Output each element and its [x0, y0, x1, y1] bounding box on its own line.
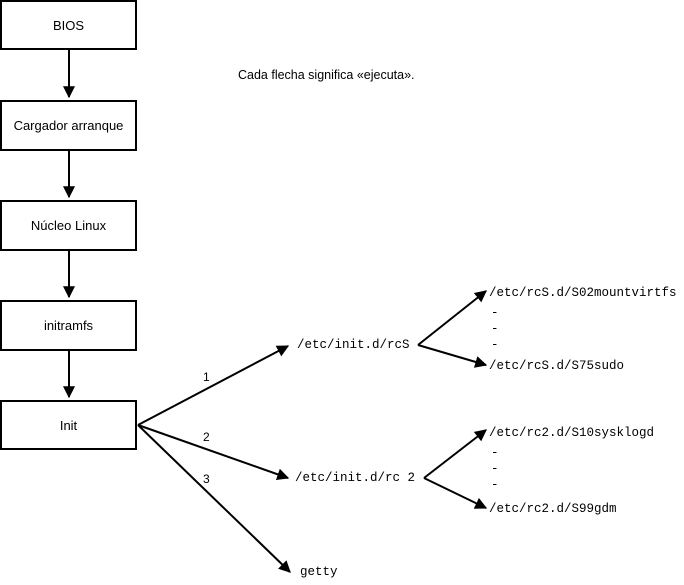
branch-arrow-3-getty — [137, 424, 291, 573]
rcS-fanout-last — [417, 344, 488, 368]
label-rcS-first-script: /etc/rcS.d/S02mountvirtfs — [489, 286, 677, 300]
rc2-ellipsis-dash-2: - — [491, 462, 499, 476]
rc2-fanout-last — [423, 477, 488, 509]
rcS-ellipsis-dash-2: - — [491, 322, 499, 336]
node-init-label: Init — [59, 417, 78, 433]
branch-number-3: 3 — [203, 472, 210, 486]
rcS-fanout-first — [417, 290, 487, 346]
node-init: Init — [0, 400, 137, 450]
branch-number-2: 2 — [203, 430, 210, 444]
label-rc2-last-script: /etc/rc2.d/S99gdm — [489, 502, 617, 516]
branch-number-1: 1 — [203, 370, 210, 384]
rc2-ellipsis-dash-3: - — [491, 478, 499, 492]
node-initramfs-label: initramfs — [43, 318, 94, 333]
node-bios: BIOS — [0, 0, 137, 50]
node-kernel: Núcleo Linux — [0, 200, 137, 251]
label-rc2-first-script: /etc/rc2.d/S10sysklogd — [489, 426, 655, 440]
branch-arrow-1-rcS — [137, 345, 290, 426]
node-bootloader-label: Cargador arranque — [13, 118, 124, 133]
node-bios-label: BIOS — [52, 17, 85, 33]
branch-arrow-2-rc2 — [137, 424, 290, 481]
node-bootloader: Cargador arranque — [0, 100, 137, 151]
label-init-d-rcS: /etc/init.d/rcS — [297, 338, 410, 352]
rcS-ellipsis-dash-3: - — [491, 338, 499, 352]
rc2-fanout-first — [423, 429, 487, 479]
node-initramfs: initramfs — [0, 300, 137, 351]
node-kernel-label: Núcleo Linux — [30, 218, 107, 233]
rc2-ellipsis-dash-1: - — [491, 446, 499, 460]
diagram-caption: Cada flecha significa «ejecuta». — [238, 68, 415, 82]
label-getty: getty — [300, 565, 338, 579]
label-init-d-rc2: /etc/init.d/rc 2 — [295, 471, 416, 485]
label-rcS-last-script: /etc/rcS.d/S75sudo — [489, 359, 625, 373]
rcS-ellipsis-dash-1: - — [491, 306, 499, 320]
